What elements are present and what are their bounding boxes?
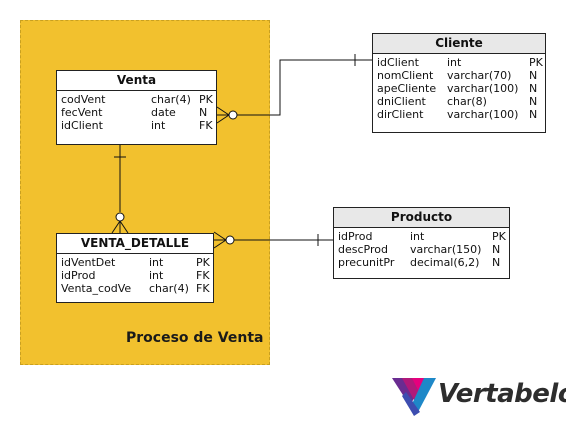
column-name: idClient: [61, 119, 103, 132]
column-type: varchar(100): [447, 82, 519, 95]
table-venta-detalle[interactable]: VENTA_DETALLE idVentDet int PK idProd in…: [56, 233, 214, 303]
table-row: precunitPr decimal(6,2) N: [334, 256, 509, 269]
column-type: char(4): [149, 282, 189, 295]
table-row: fecVent date N: [57, 106, 216, 119]
table-row: idVentDet int PK: [57, 256, 213, 269]
rel-detalle2-crow-bottom: [213, 239, 227, 249]
column-type: date: [151, 106, 176, 119]
table-cliente-columns: idClient int PK nomClient varchar(70) N …: [373, 54, 545, 121]
rel-venta-crow-top: [216, 106, 230, 116]
table-row: apeCliente varchar(100) N: [373, 82, 545, 95]
table-row: descProd varchar(150) N: [334, 243, 509, 256]
column-name: idVentDet: [61, 256, 116, 269]
rel-detalle2-zero-mark: [225, 235, 235, 245]
table-producto[interactable]: Producto idProd int PK descProd varchar(…: [333, 207, 510, 279]
rel-detalle-crow-left: [111, 220, 121, 234]
table-venta-detalle-title: VENTA_DETALLE: [57, 234, 213, 254]
vertabelo-logo-icon: [392, 378, 436, 416]
table-row: idClient int FK: [57, 119, 216, 132]
column-type: int: [410, 230, 425, 243]
table-row: Venta_codVe char(4) FK: [57, 282, 213, 295]
table-producto-title: Producto: [334, 208, 509, 228]
table-row: dniClient char(8) N: [373, 95, 545, 108]
column-key: N: [529, 69, 538, 82]
table-venta-title: Venta: [57, 71, 216, 91]
table-producto-columns: idProd int PK descProd varchar(150) N pr…: [334, 228, 509, 269]
column-type: int: [149, 256, 164, 269]
column-name: idProd: [338, 230, 373, 243]
table-row: idProd int FK: [57, 269, 213, 282]
column-key: PK: [492, 230, 506, 243]
column-type: varchar(100): [447, 108, 519, 121]
column-name: descProd: [338, 243, 388, 256]
column-type: varchar(70): [447, 69, 512, 82]
table-venta[interactable]: Venta codVent char(4) PK fecVent date N …: [56, 70, 217, 145]
column-name: dirClient: [377, 108, 424, 121]
column-type: int: [447, 56, 462, 69]
column-name: dniClient: [377, 95, 426, 108]
rel-detalle-zero-mark: [115, 212, 125, 222]
table-row: dirClient varchar(100) N: [373, 108, 545, 121]
column-key: PK: [529, 56, 543, 69]
table-cliente[interactable]: Cliente idClient int PK nomClient varcha…: [372, 33, 546, 133]
column-type: char(4): [151, 93, 191, 106]
column-name: Venta_codVe: [61, 282, 132, 295]
table-row: nomClient varchar(70) N: [373, 69, 545, 82]
column-key: PK: [199, 93, 213, 106]
column-key: N: [529, 95, 538, 108]
table-row: codVent char(4) PK: [57, 93, 216, 106]
column-name: precunitPr: [338, 256, 395, 269]
column-name: fecVent: [61, 106, 103, 119]
column-key: FK: [196, 282, 210, 295]
column-name: apeCliente: [377, 82, 437, 95]
column-key: N: [492, 256, 501, 269]
rel-venta-crow-bottom: [216, 114, 230, 124]
table-venta-detalle-columns: idVentDet int PK idProd int FK Venta_cod…: [57, 254, 213, 295]
column-name: codVent: [61, 93, 106, 106]
vertabelo-logo-text: Vertabelo: [438, 379, 566, 409]
subject-area-label: Proceso de Venta: [126, 330, 264, 346]
column-key: FK: [196, 269, 210, 282]
column-key: PK: [196, 256, 210, 269]
column-key: N: [492, 243, 501, 256]
column-name: idClient: [377, 56, 419, 69]
rel-cliente-venta: [237, 59, 372, 116]
rel-detalle2-crow-top: [213, 231, 227, 241]
table-cliente-title: Cliente: [373, 34, 545, 54]
table-row: idClient int PK: [373, 56, 545, 69]
column-type: char(8): [447, 95, 487, 108]
rel-venta-zero-mark: [228, 110, 238, 120]
column-name: nomClient: [377, 69, 434, 82]
column-type: varchar(150): [410, 243, 482, 256]
column-key: N: [529, 108, 538, 121]
column-type: decimal(6,2): [410, 256, 480, 269]
column-key: N: [529, 82, 538, 95]
column-key: FK: [199, 119, 213, 132]
table-venta-columns: codVent char(4) PK fecVent date N idClie…: [57, 91, 216, 132]
column-type: int: [149, 269, 164, 282]
column-key: N: [199, 106, 208, 119]
column-name: idProd: [61, 269, 96, 282]
rel-detalle-crow-right: [119, 220, 129, 234]
table-row: idProd int PK: [334, 230, 509, 243]
column-type: int: [151, 119, 166, 132]
